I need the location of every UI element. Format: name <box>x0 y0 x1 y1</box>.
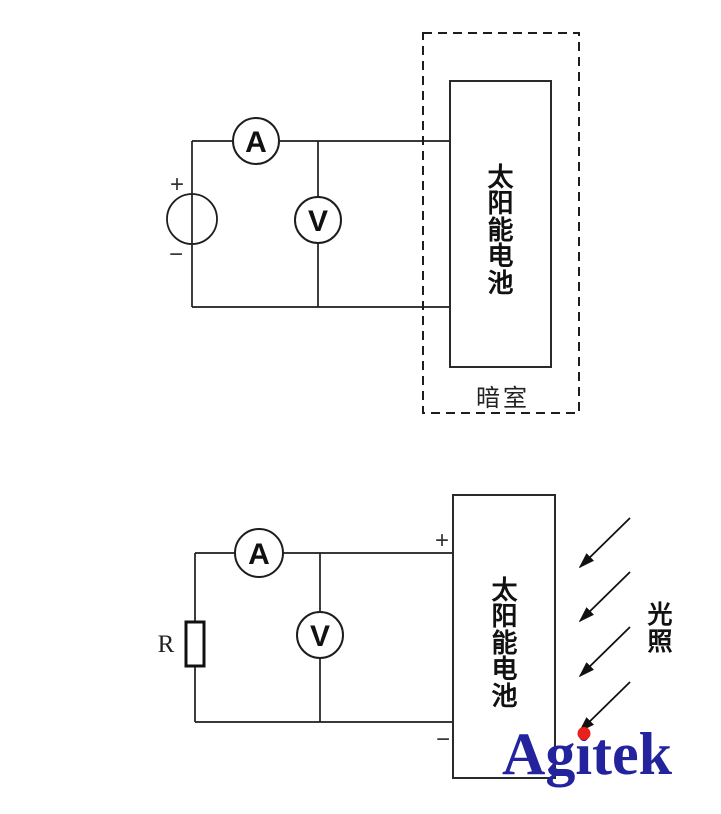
agitek-logo-part-tek: tek <box>592 721 672 787</box>
light-arrow-1 <box>578 517 631 569</box>
voltmeter-label-bottom: V <box>310 620 330 653</box>
terminal-plus-sign: + <box>435 527 449 554</box>
solar-cell-box-bottom <box>452 494 556 779</box>
voltage-source-circle <box>166 193 218 245</box>
agitek-logo: Agitek <box>502 724 672 784</box>
solar-cell-label-top: 太阳能电池 <box>487 162 514 298</box>
terminal-minus-sign: − <box>436 726 450 753</box>
ammeter-circle-bottom <box>234 528 284 578</box>
voltmeter-circle <box>294 196 342 244</box>
resistor-label: R <box>158 631 175 658</box>
darkroom-label: 暗室 <box>476 386 530 412</box>
agitek-logo-part-ag: Ag <box>502 721 576 787</box>
light-arrow-3 <box>578 626 631 678</box>
voltmeter-circle-bottom <box>296 611 344 659</box>
ammeter-label: A <box>245 126 267 159</box>
ammeter-label-bottom: A <box>248 538 270 571</box>
voltmeter-label: V <box>308 205 328 238</box>
solar-cell-box-top <box>449 80 552 368</box>
light-label: 光照 <box>647 601 673 656</box>
agitek-logo-part-i-red-dot: i <box>575 721 593 787</box>
solar-cell-label-bottom: 太阳能电池 <box>491 575 518 711</box>
source-minus-sign: − <box>169 241 183 268</box>
resistor-symbol <box>184 620 206 668</box>
ammeter-circle <box>232 117 280 165</box>
source-plus-sign: + <box>170 171 184 198</box>
darkroom-dashed-box <box>422 32 580 414</box>
light-arrow-2 <box>578 571 631 623</box>
